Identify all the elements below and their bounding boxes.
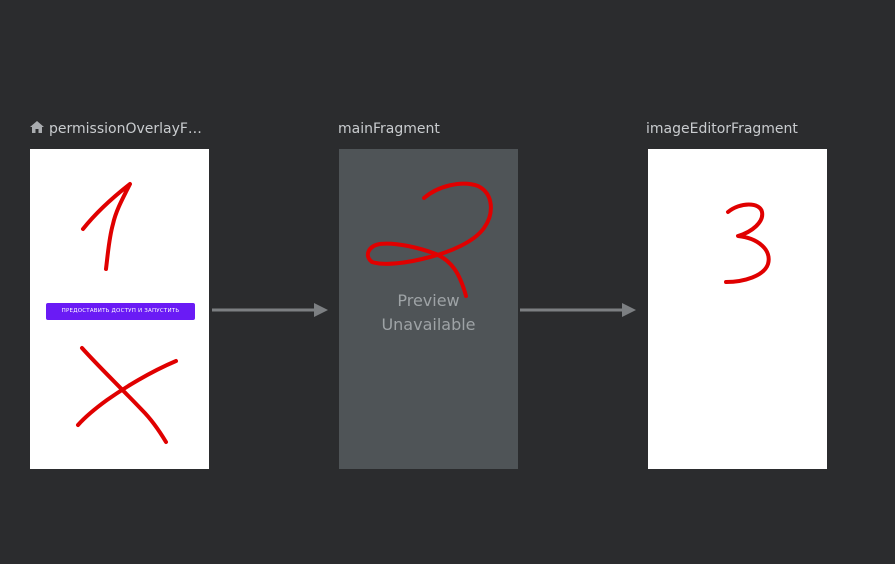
- destination-name: permissionOverlayF…: [49, 121, 202, 137]
- destination-frame-image-editor-fragment[interactable]: [648, 149, 827, 469]
- destination-label-permission-overlay[interactable]: permissionOverlayF…: [29, 120, 202, 138]
- destination-frame-main-fragment[interactable]: Preview Unavailable: [339, 149, 518, 469]
- destination-label-image-editor-fragment[interactable]: imageEditorFragment: [646, 120, 798, 138]
- home-icon: [30, 121, 44, 133]
- destination-frame-permission-overlay[interactable]: ПРЕДОСТАВИТЬ ДОСТУП И ЗАПУСТИТЬ: [30, 149, 209, 469]
- destination-label-main-fragment[interactable]: mainFragment: [338, 120, 440, 138]
- preview-line-1: Preview: [397, 291, 460, 310]
- grant-access-button[interactable]: ПРЕДОСТАВИТЬ ДОСТУП И ЗАПУСТИТЬ: [46, 303, 195, 320]
- action-arrow-icon[interactable]: [210, 300, 330, 320]
- preview-unavailable-text: Preview Unavailable: [339, 289, 518, 337]
- action-arrow-icon[interactable]: [518, 300, 638, 320]
- destination-name: mainFragment: [338, 121, 440, 137]
- destination-name: imageEditorFragment: [646, 121, 798, 137]
- preview-line-2: Unavailable: [381, 315, 476, 334]
